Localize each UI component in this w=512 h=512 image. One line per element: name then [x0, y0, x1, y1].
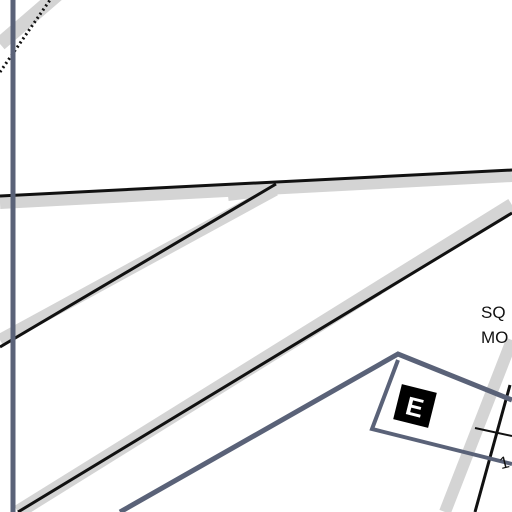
tick-line	[474, 427, 512, 437]
map-label-line-2: MO	[481, 328, 508, 347]
right-road-casing	[439, 337, 512, 512]
diagonal-road-branch-casing	[227, 185, 276, 201]
parcel-boundary	[118, 351, 512, 512]
marker-badge[interactable]: E	[393, 384, 437, 428]
diagonal-road-lower	[17, 211, 512, 512]
letter-badge-icon	[393, 384, 437, 428]
road-lines	[0, 168, 512, 512]
dotted-path-casing	[0, 0, 62, 50]
map-label-line-1: SQ	[481, 303, 506, 322]
map-number-fragment: 1	[497, 452, 511, 473]
boundaries	[10, 0, 512, 512]
right-road	[473, 384, 512, 512]
parcel-inner-boundary	[369, 359, 512, 466]
horizontal-road	[0, 168, 512, 198]
diagonal-road-upper	[0, 182, 277, 349]
